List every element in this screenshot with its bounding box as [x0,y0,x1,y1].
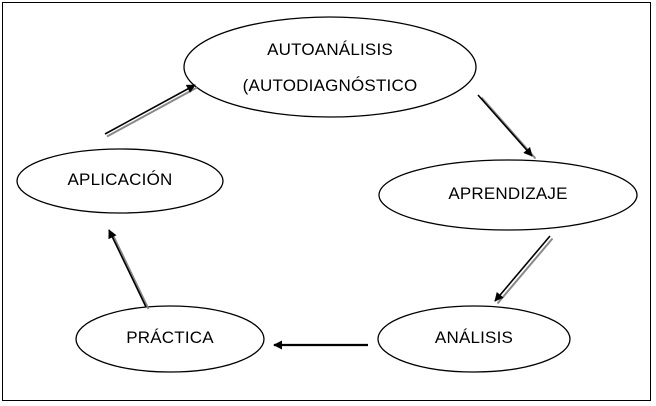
node-practica-ellipse [75,305,265,373]
node-aprendizaje-label: APRENDIZAJE [448,184,568,203]
edge-autoanalisis-aprendizaje [477,94,537,160]
node-analisis-label: ANÁLISIS [434,328,514,347]
node-autoanalisis-line2: (AUTODIAGNÓSTICO [242,76,418,95]
edge-aprendizaje-analisis [494,235,554,305]
edge-aplicacion-autoanalisis [104,84,198,138]
node-aplicacion-label: APLICACIÓN [67,170,173,189]
edge-practica-aplicacion [108,229,150,310]
node-autoanalisis-line1: AUTOANÁLISIS [267,40,393,59]
node-aplicacion-ellipse [16,148,224,214]
node-practica-label: PRÁCTICA [126,328,214,347]
node-aprendizaje-ellipse [378,159,638,231]
node-autoanalisis-ellipse [183,16,477,118]
node-analisis-ellipse [377,305,571,373]
